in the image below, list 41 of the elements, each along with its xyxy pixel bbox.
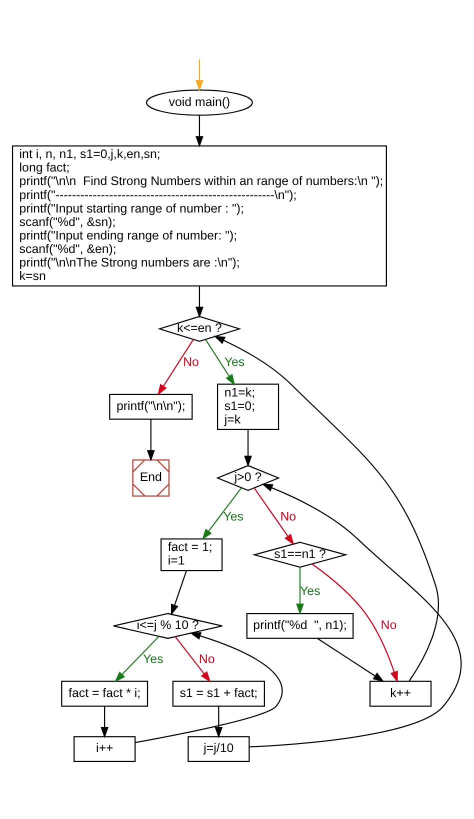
node-box: printf("%d ", n1); [246,612,354,638]
arrow [146,418,155,461]
node-box: printf("\n\n"); [109,393,193,420]
arrow [317,638,384,682]
edge-label: Yes [223,509,244,524]
arrow [100,706,109,738]
arrow [249,483,462,747]
node-box: int i, n, n1, s1=0,j,k,en,sn; long fact; printf("\n\n Find Strong Numbers within an range of numbers:\n "); printf("-----------------------------------------------------\n"); printf("Input starting range of number : "); scanf("%d", &sn); printf("Input ending range of number: "); scanf("%d", &en); printf("\n\nThe Strong numbers are :\n"); k=sn [12,144,387,286]
arrow [214,706,223,738]
node-box: fact = fact * i; [61,680,148,706]
arrow [202,487,242,540]
node-box: n1=k; s1=0; j=k [216,383,280,430]
arrow [312,563,398,682]
node-box: s1 = s1 + fact; [172,680,265,706]
node-box: j=j/10 [188,736,250,762]
arrow [254,487,294,545]
node-box: i++ [74,736,136,762]
arrow [158,338,194,395]
arrow [196,115,204,147]
arrow [296,566,304,614]
edge-label: No [380,618,397,632]
edge-label: Yes [224,354,245,368]
edge-label: Yes [300,584,320,598]
arrow [214,335,439,681]
edge-label: No [280,509,296,524]
node-box: k++ [369,680,432,706]
edge-label: Yes [143,651,164,666]
arrow [174,636,211,682]
arrow [114,636,159,682]
arrow [196,286,204,318]
node-diamond: k<=en ? [158,315,242,342]
arrow [196,58,204,91]
node-diamond: s1==n1 ? [252,541,348,568]
node-ellipse: void main() [146,88,253,116]
node-box: fact = 1; i=1 [160,538,223,571]
edge-label: No [183,354,199,368]
arrow [170,570,187,616]
arrow [205,338,236,386]
arrow [244,429,252,467]
arrow [135,632,283,743]
edge-label: No [198,651,215,666]
